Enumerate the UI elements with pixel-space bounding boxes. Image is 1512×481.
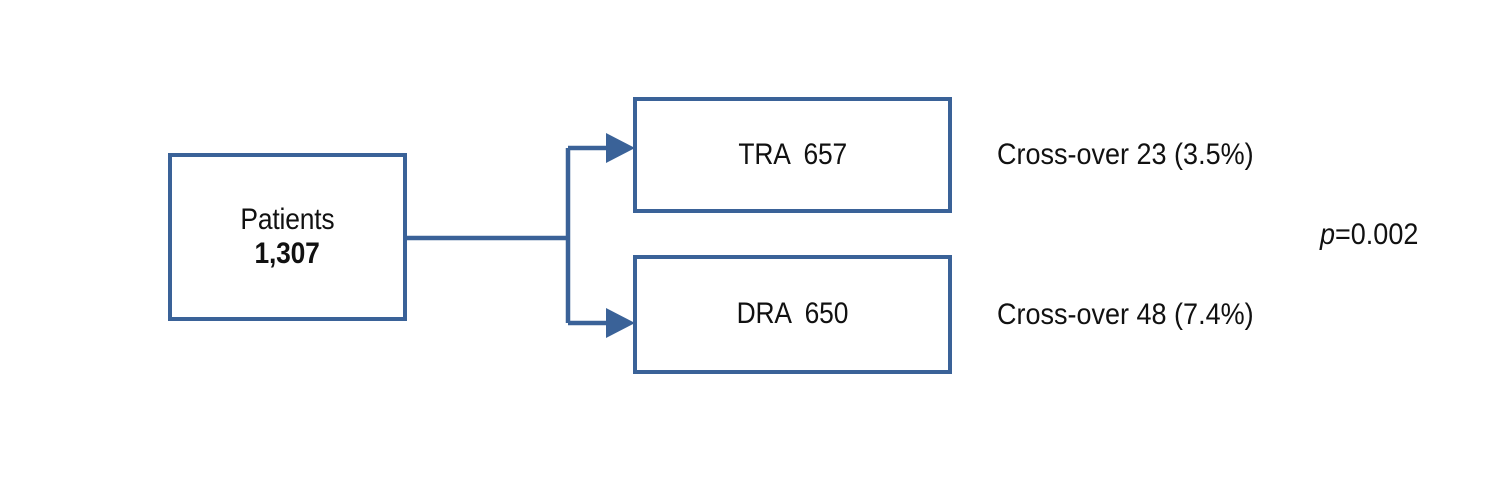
crossover-note-dra: Cross-over 48 (7.4%)	[997, 298, 1254, 331]
p-value-number: =0.002	[1335, 218, 1419, 251]
p-value-symbol: p	[1320, 218, 1336, 251]
node-dra-label: DRA 650	[736, 297, 849, 331]
node-patients: Patients 1,307	[168, 153, 407, 321]
node-patients-label: Patients	[240, 202, 335, 236]
p-value-annotation: p=0.002	[1320, 220, 1418, 250]
node-tra: TRA 657	[633, 97, 952, 213]
crossover-note-tra: Cross-over 23 (3.5%)	[997, 138, 1254, 171]
node-patients-value: 1,307	[254, 237, 321, 270]
arrowhead-top	[606, 133, 635, 163]
node-tra-label: TRA 657	[738, 137, 847, 171]
arrowhead-bottom	[606, 308, 635, 338]
node-dra: DRA 650	[633, 255, 952, 374]
